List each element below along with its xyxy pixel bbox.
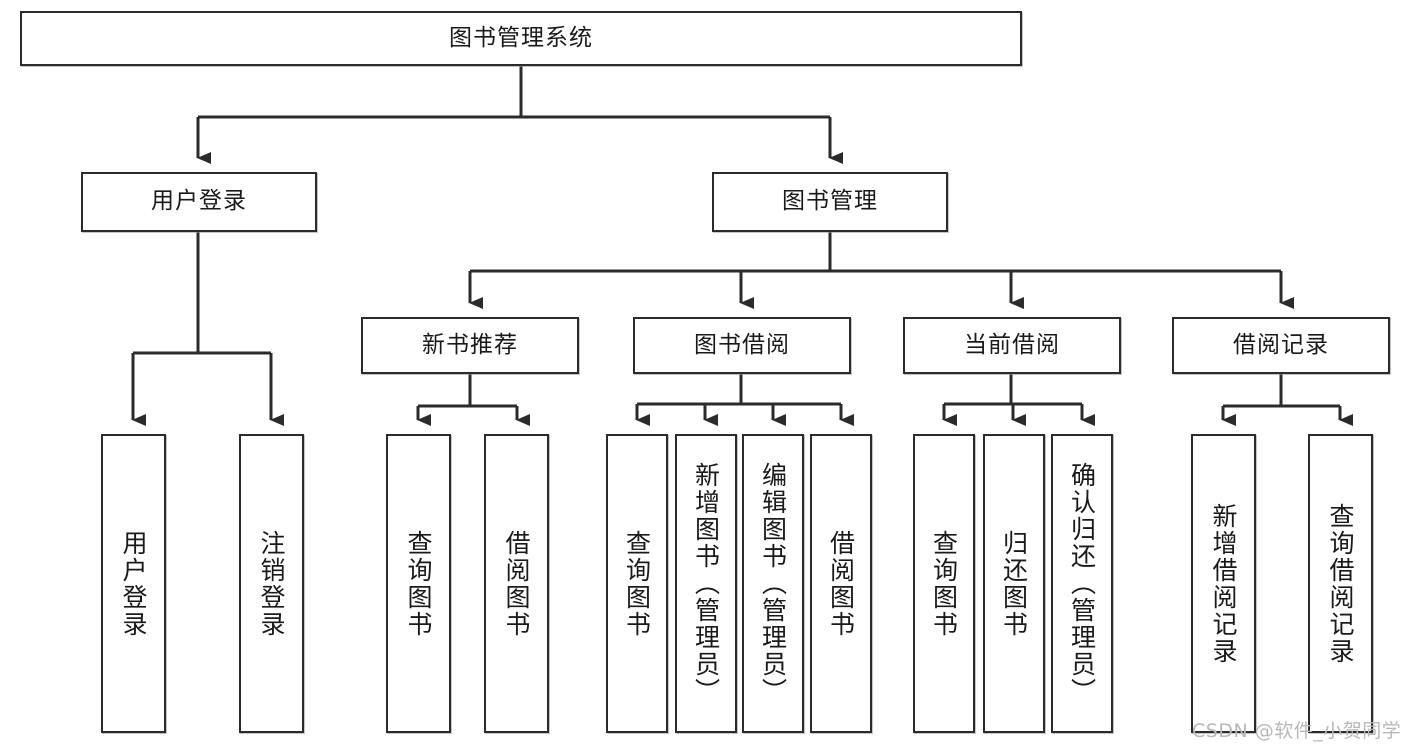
node-leaf-add-borrow-record-label: 新增借阅记录: [1209, 502, 1238, 665]
node-leaf-user-login-label: 用户登录: [119, 529, 148, 638]
node-leaf-user-logout[interactable]: 注销登录: [239, 434, 304, 733]
node-leaf-query-book-3[interactable]: 查询图书: [913, 434, 975, 733]
node-leaf-user-login[interactable]: 用户登录: [101, 434, 166, 733]
node-leaf-add-book[interactable]: 新增图书（管理员）: [675, 434, 737, 733]
node-leaf-query-book-1-label: 查询图书: [404, 529, 433, 638]
node-current-borrow-label: 当前借阅: [964, 331, 1060, 358]
node-root[interactable]: 图书管理系统: [20, 11, 1022, 66]
node-book-manage-label: 图书管理: [782, 188, 878, 215]
node-root-label: 图书管理系统: [449, 24, 593, 51]
node-leaf-add-borrow-record[interactable]: 新增借阅记录: [1191, 434, 1256, 733]
node-leaf-borrow-book-1-label: 借阅图书: [502, 529, 531, 638]
node-leaf-query-borrow-record-label: 查询借阅记录: [1326, 502, 1355, 665]
node-user-login-label: 用户登录: [151, 188, 247, 215]
node-leaf-confirm-return[interactable]: 确认归还（管理员）: [1051, 434, 1113, 733]
node-new-book-recommend[interactable]: 新书推荐: [361, 317, 579, 374]
node-current-borrow[interactable]: 当前借阅: [903, 317, 1121, 374]
node-book-borrow-label: 图书借阅: [694, 331, 790, 358]
node-book-borrow[interactable]: 图书借阅: [633, 317, 851, 374]
node-borrow-record-label: 借阅记录: [1233, 331, 1329, 358]
node-leaf-query-borrow-record[interactable]: 查询借阅记录: [1308, 434, 1373, 733]
node-leaf-confirm-return-label: 确认归还（管理员）: [1067, 462, 1097, 705]
csdn-watermark-text: CSDN @软件_小贺同学: [1192, 720, 1402, 742]
node-leaf-edit-book-label: 编辑图书（管理员）: [758, 462, 788, 705]
node-leaf-query-book-3-label: 查询图书: [929, 529, 959, 638]
node-book-manage[interactable]: 图书管理: [712, 172, 948, 232]
node-leaf-query-book-2[interactable]: 查询图书: [606, 434, 668, 733]
node-borrow-record[interactable]: 借阅记录: [1172, 317, 1390, 374]
node-leaf-return-book-label: 归还图书: [999, 529, 1029, 638]
node-leaf-edit-book[interactable]: 编辑图书（管理员）: [742, 434, 804, 733]
node-new-book-recommend-label: 新书推荐: [422, 331, 518, 358]
node-leaf-user-logout-label: 注销登录: [257, 529, 286, 638]
node-leaf-borrow-book-2-label: 借阅图书: [826, 529, 856, 638]
csdn-watermark: CSDN @软件_小贺同学: [1192, 716, 1401, 743]
node-leaf-borrow-book-2[interactable]: 借阅图书: [810, 434, 872, 733]
node-user-login[interactable]: 用户登录: [81, 172, 317, 232]
node-leaf-query-book-1[interactable]: 查询图书: [386, 434, 451, 733]
node-leaf-return-book[interactable]: 归还图书: [983, 434, 1045, 733]
node-leaf-add-book-label: 新增图书（管理员）: [691, 462, 721, 705]
node-leaf-query-book-2-label: 查询图书: [622, 529, 652, 638]
node-leaf-borrow-book-1[interactable]: 借阅图书: [484, 434, 549, 733]
